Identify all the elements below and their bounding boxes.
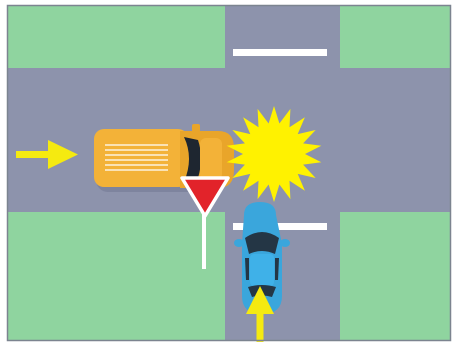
yield-sign-icon bbox=[180, 176, 230, 269]
truck-cargo bbox=[94, 129, 188, 187]
direction-arrow-icon bbox=[246, 286, 274, 342]
grass-top-left bbox=[8, 6, 225, 68]
truck-cargo-lines bbox=[105, 144, 168, 171]
lane-markings bbox=[233, 49, 327, 230]
lane-marking-bottom bbox=[233, 223, 327, 230]
grass-top-right bbox=[340, 6, 450, 68]
direction-arrow-icon bbox=[16, 140, 78, 169]
grass-bottom-right bbox=[340, 212, 450, 340]
truck-windshield bbox=[184, 137, 201, 182]
lane-marking-top bbox=[233, 49, 327, 56]
yellow-truck-icon bbox=[94, 124, 234, 195]
grass-areas bbox=[8, 6, 450, 340]
yield-sign-triangle bbox=[180, 176, 230, 218]
grass-bottom-left bbox=[8, 212, 225, 340]
car-windshield bbox=[245, 232, 279, 254]
collision-burst-icon bbox=[226, 106, 322, 202]
diagram-border bbox=[6, 4, 452, 342]
yield-sign-post bbox=[202, 204, 206, 269]
